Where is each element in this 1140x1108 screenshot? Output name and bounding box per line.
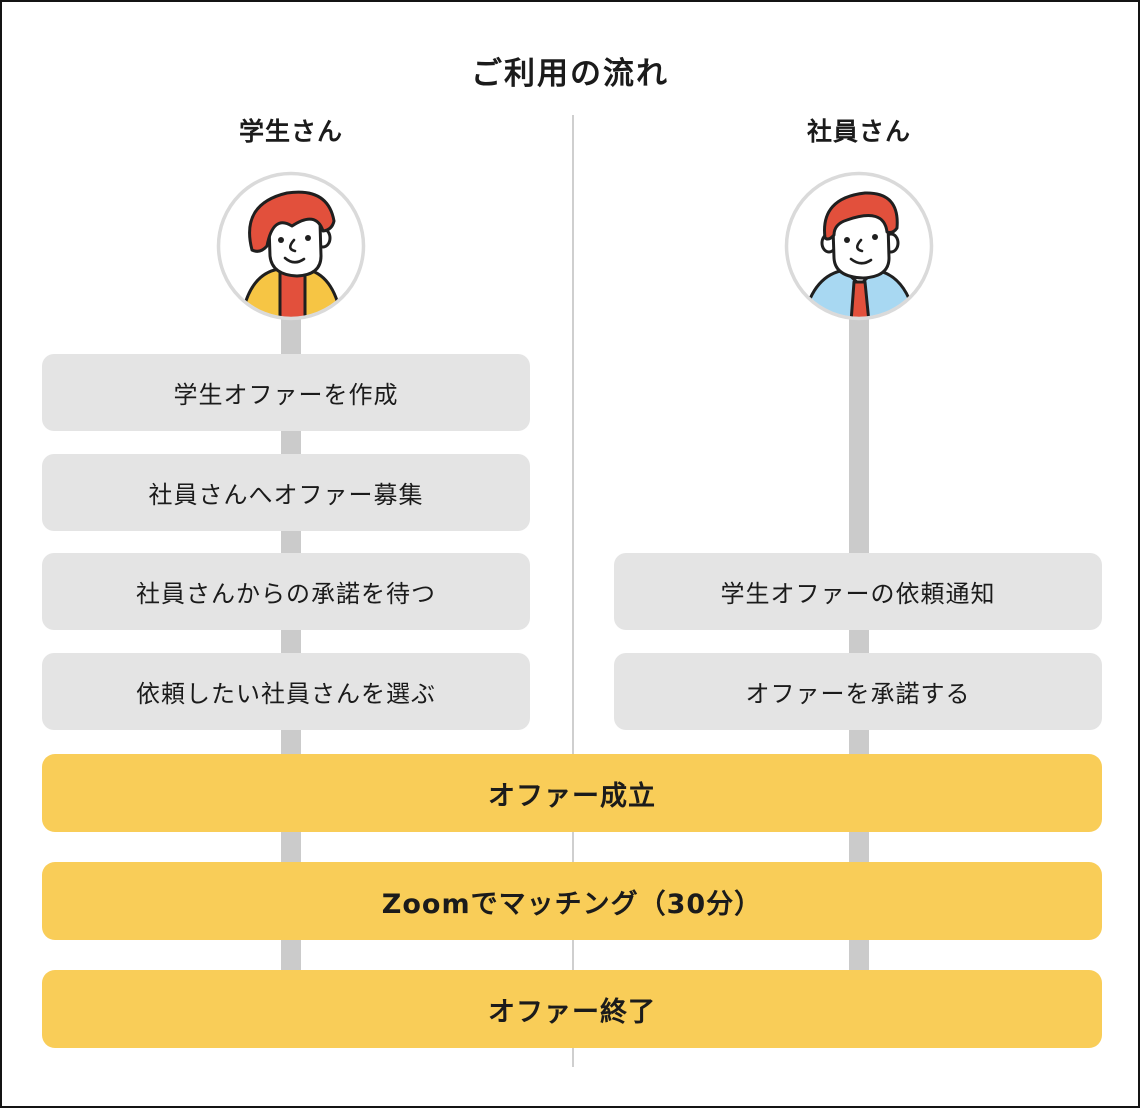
- student-avatar-icon: [216, 171, 366, 321]
- employee-step-offer-notification: 学生オファーの依頼通知: [614, 553, 1102, 630]
- center-divider-line: [572, 115, 574, 1067]
- shared-step-offer-established: オファー成立: [42, 754, 1102, 832]
- employee-column-header: 社員さん: [806, 117, 911, 146]
- student-step-create-offer: 学生オファーを作成: [42, 354, 530, 431]
- student-step-recruit-offer: 社員さんへオファー募集: [42, 454, 530, 531]
- shared-step-zoom-matching: Zoomでマッチング（30分）: [42, 862, 1102, 940]
- student-step-wait-approval: 社員さんからの承諾を待つ: [42, 553, 530, 630]
- employee-step-accept-offer: オファーを承諾する: [614, 653, 1102, 730]
- employee-avatar-icon: [784, 171, 934, 321]
- student-column-header: 学生さん: [238, 117, 343, 146]
- student-step-choose-employee: 依頼したい社員さんを選ぶ: [42, 653, 530, 730]
- page-title: ご利用の流れ: [471, 56, 669, 92]
- shared-step-offer-finished: オファー終了: [42, 970, 1102, 1048]
